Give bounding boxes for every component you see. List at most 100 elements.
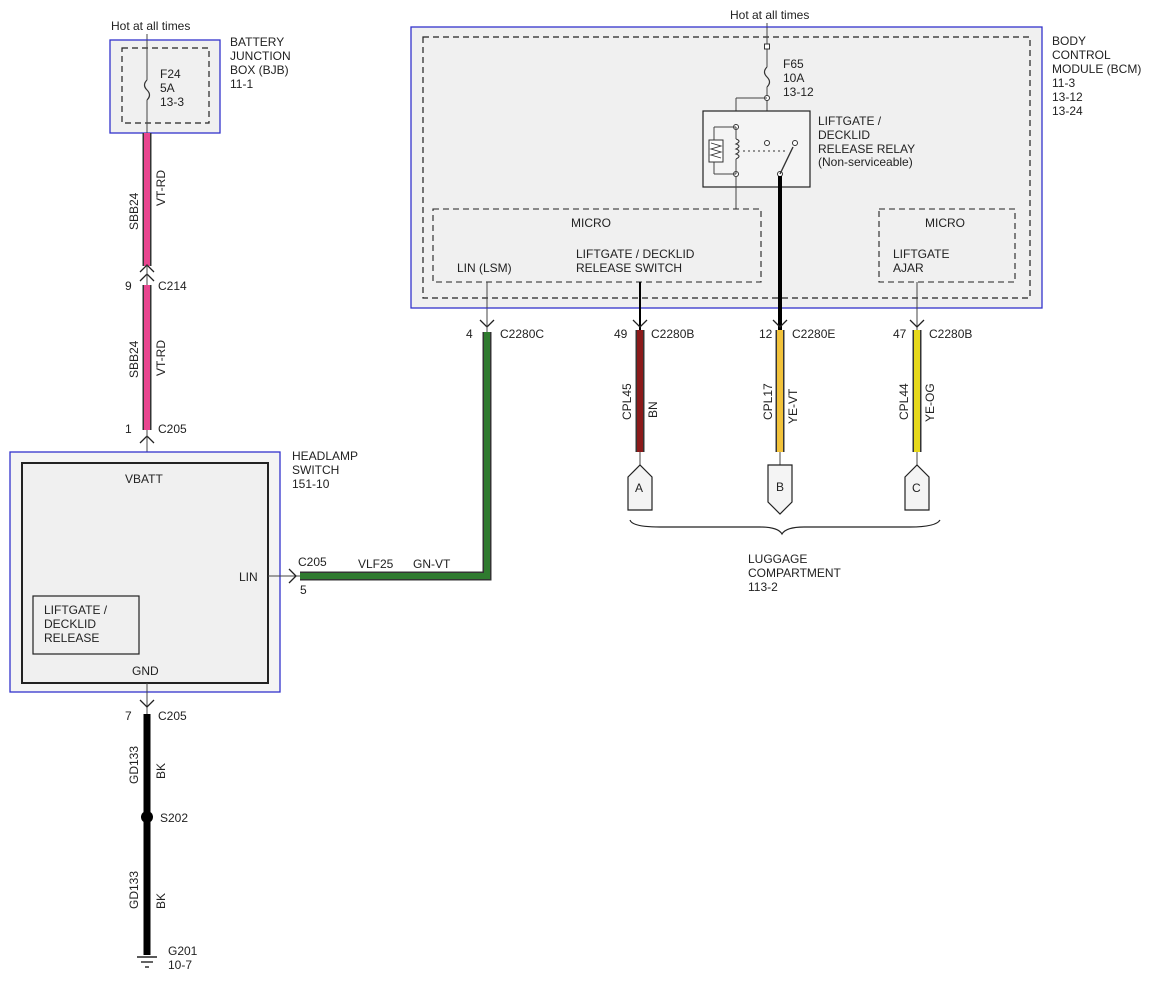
connector-output-a-icon <box>632 319 648 328</box>
output-wire-a: 49 C2280B CPL45 BN A <box>614 319 694 511</box>
headlamp-release-line3: RELEASE <box>44 631 99 645</box>
output-wire-c: 47 C2280B CPL44 YE-OG C <box>893 319 972 511</box>
ground-icon <box>137 956 157 968</box>
connector-c205-top-pin: 1 <box>125 422 132 436</box>
relay: LIFTGATE / DECKLID RELEASE RELAY (Non-se… <box>702 97 915 209</box>
connector-c205-lin-icon <box>288 568 297 584</box>
output-b-connector-tag <box>767 464 793 515</box>
bcm-fuse-icon <box>763 66 771 88</box>
output-c-connector-tag <box>904 464 930 511</box>
splice-s202-icon <box>141 811 153 823</box>
micro-right-ajar-line1: LIFTGATE <box>893 247 949 261</box>
wire-sbb24-upper: SBB24 VT-RD <box>127 133 168 266</box>
wire-gd133-circuit2: GD133 <box>127 871 141 909</box>
connector-c205-gnd-icon <box>139 699 155 708</box>
wire-gd133-circuit1: GD133 <box>127 746 141 784</box>
bcm-fuse-rating: 10A <box>783 71 804 85</box>
output-b-color: YE-VT <box>786 388 800 424</box>
wire-vlf25-circuit: VLF25 <box>358 557 394 571</box>
headlamp-title-line2: SWITCH <box>292 463 339 477</box>
bjb-ref: 11-1 <box>230 77 253 91</box>
headlamp-release-line2: DECKLID <box>44 617 96 631</box>
output-a-color: BN <box>646 401 660 418</box>
body-control-module: Hot at all times BODY CONTROL MODULE (BC… <box>410 8 1141 332</box>
connector-c205-gnd-pin: 7 <box>125 709 132 723</box>
output-c-tag: C <box>912 481 921 495</box>
output-a-connector-tag <box>627 464 653 511</box>
connector-c214-pin: 9 <box>125 279 132 293</box>
luggage-compartment: LUGGAGE COMPARTMENT 113-2 <box>629 519 941 594</box>
output-b-pin: 12 <box>759 327 773 341</box>
bjb-hot-label: Hot at all times <box>111 19 190 33</box>
output-a-tag: A <box>635 481 643 495</box>
output-b-connector: C2280E <box>792 327 835 341</box>
micro-left-box <box>432 208 762 283</box>
output-c-connector: C2280B <box>929 327 972 341</box>
bcm-fuse-name: F65 <box>783 57 804 71</box>
bcm-fuse-ref: 13-12 <box>783 85 814 99</box>
output-b-tag: B <box>776 480 784 494</box>
headlamp-vbatt-label: VBATT <box>125 472 163 486</box>
wire-vlf25-color: GN-VT <box>413 557 451 571</box>
bcm-title-line3: MODULE (BCM) <box>1052 62 1141 76</box>
bjb-title-line3: BOX (BJB) <box>230 63 289 77</box>
headlamp-switch: VBATT LIN GND LIFTGATE / DECKLID RELEASE… <box>9 449 358 693</box>
connector-c205-gnd-name: C205 <box>158 709 187 723</box>
output-a-connector: C2280B <box>651 327 694 341</box>
connector-c205-lin-name: C205 <box>298 555 327 569</box>
bjb-fuse-icon <box>143 79 151 101</box>
output-c-color: YE-OG <box>923 383 937 422</box>
relay-coil-icon <box>734 138 740 160</box>
micro-right-box <box>878 208 1016 283</box>
relay-switch-icon <box>779 146 794 175</box>
headlamp-gnd-label: GND <box>132 664 159 678</box>
bjb-title-line2: JUNCTION <box>230 49 291 63</box>
bjb-fuse-rating: 5A <box>160 81 175 95</box>
wire-sbb24-lower: SBB24 VT-RD 1 C205 <box>125 285 187 463</box>
luggage-brace-icon <box>629 519 941 536</box>
wire-gd133-color2: BK <box>154 893 168 909</box>
luggage-ref: 113-2 <box>748 580 778 594</box>
connector-c2280c-pin: 4 <box>466 327 473 341</box>
micro-left-title: MICRO <box>571 216 611 230</box>
luggage-line1: LUGGAGE <box>748 552 807 566</box>
headlamp-release-box <box>32 595 140 655</box>
connector-output-c-icon <box>909 319 925 328</box>
micro-left-switch-line2: RELEASE SWITCH <box>576 261 682 275</box>
connector-c2280c-name: C2280C <box>500 327 544 341</box>
connector-c205-lin-pin: 5 <box>300 583 307 597</box>
luggage-line2: COMPARTMENT <box>748 566 842 580</box>
bcm-hot-label: Hot at all times <box>730 8 809 22</box>
relay-note: (Non-serviceable) <box>818 155 913 169</box>
connector-c205-top-name: C205 <box>158 422 187 436</box>
wire-upper-circuit: SBB24 <box>127 192 141 230</box>
wire-lower-color: VT-RD <box>154 340 168 376</box>
wire-lower-circuit: SBB24 <box>127 340 141 378</box>
output-a-circuit: CPL45 <box>620 383 634 420</box>
relay-line3: RELEASE RELAY <box>818 142 915 156</box>
wire-vlf25: C205 5 VLF25 GN-VT 4 C2280C <box>268 308 544 597</box>
connector-c214-name: C214 <box>158 279 187 293</box>
battery-junction-box: Hot at all times F24 5A 13-3 BATTERY JUN… <box>109 19 291 134</box>
output-c-circuit: CPL44 <box>897 383 911 420</box>
micro-left-lin: LIN (LSM) <box>457 261 512 275</box>
ground-g201-ref: 10-7 <box>168 958 192 972</box>
headlamp-release-line1: LIFTGATE / <box>44 603 108 617</box>
connector-c214: 9 C214 <box>125 264 187 293</box>
bcm-ref1: 11-3 <box>1052 76 1075 90</box>
micro-right-ajar-line2: AJAR <box>893 261 924 275</box>
wire-gd133: 7 C205 GD133 BK S202 GD133 BK G201 10-7 <box>125 683 198 972</box>
bcm-ref2: 13-12 <box>1052 90 1083 104</box>
ground-g201-name: G201 <box>168 944 198 958</box>
bjb-fuse-ref: 13-3 <box>160 95 184 109</box>
output-a-pin: 49 <box>614 327 628 341</box>
bcm-title-line1: BODY <box>1052 34 1086 48</box>
output-c-pin: 47 <box>893 327 907 341</box>
headlamp-lin-label: LIN <box>239 570 258 584</box>
headlamp-title-line1: HEADLAMP <box>292 449 358 463</box>
headlamp-ref: 151-10 <box>292 477 330 491</box>
wire-upper-color: VT-RD <box>154 170 168 206</box>
splice-s202-label: S202 <box>160 811 188 825</box>
micro-left-switch-line1: LIFTGATE / DECKLID <box>576 247 695 261</box>
